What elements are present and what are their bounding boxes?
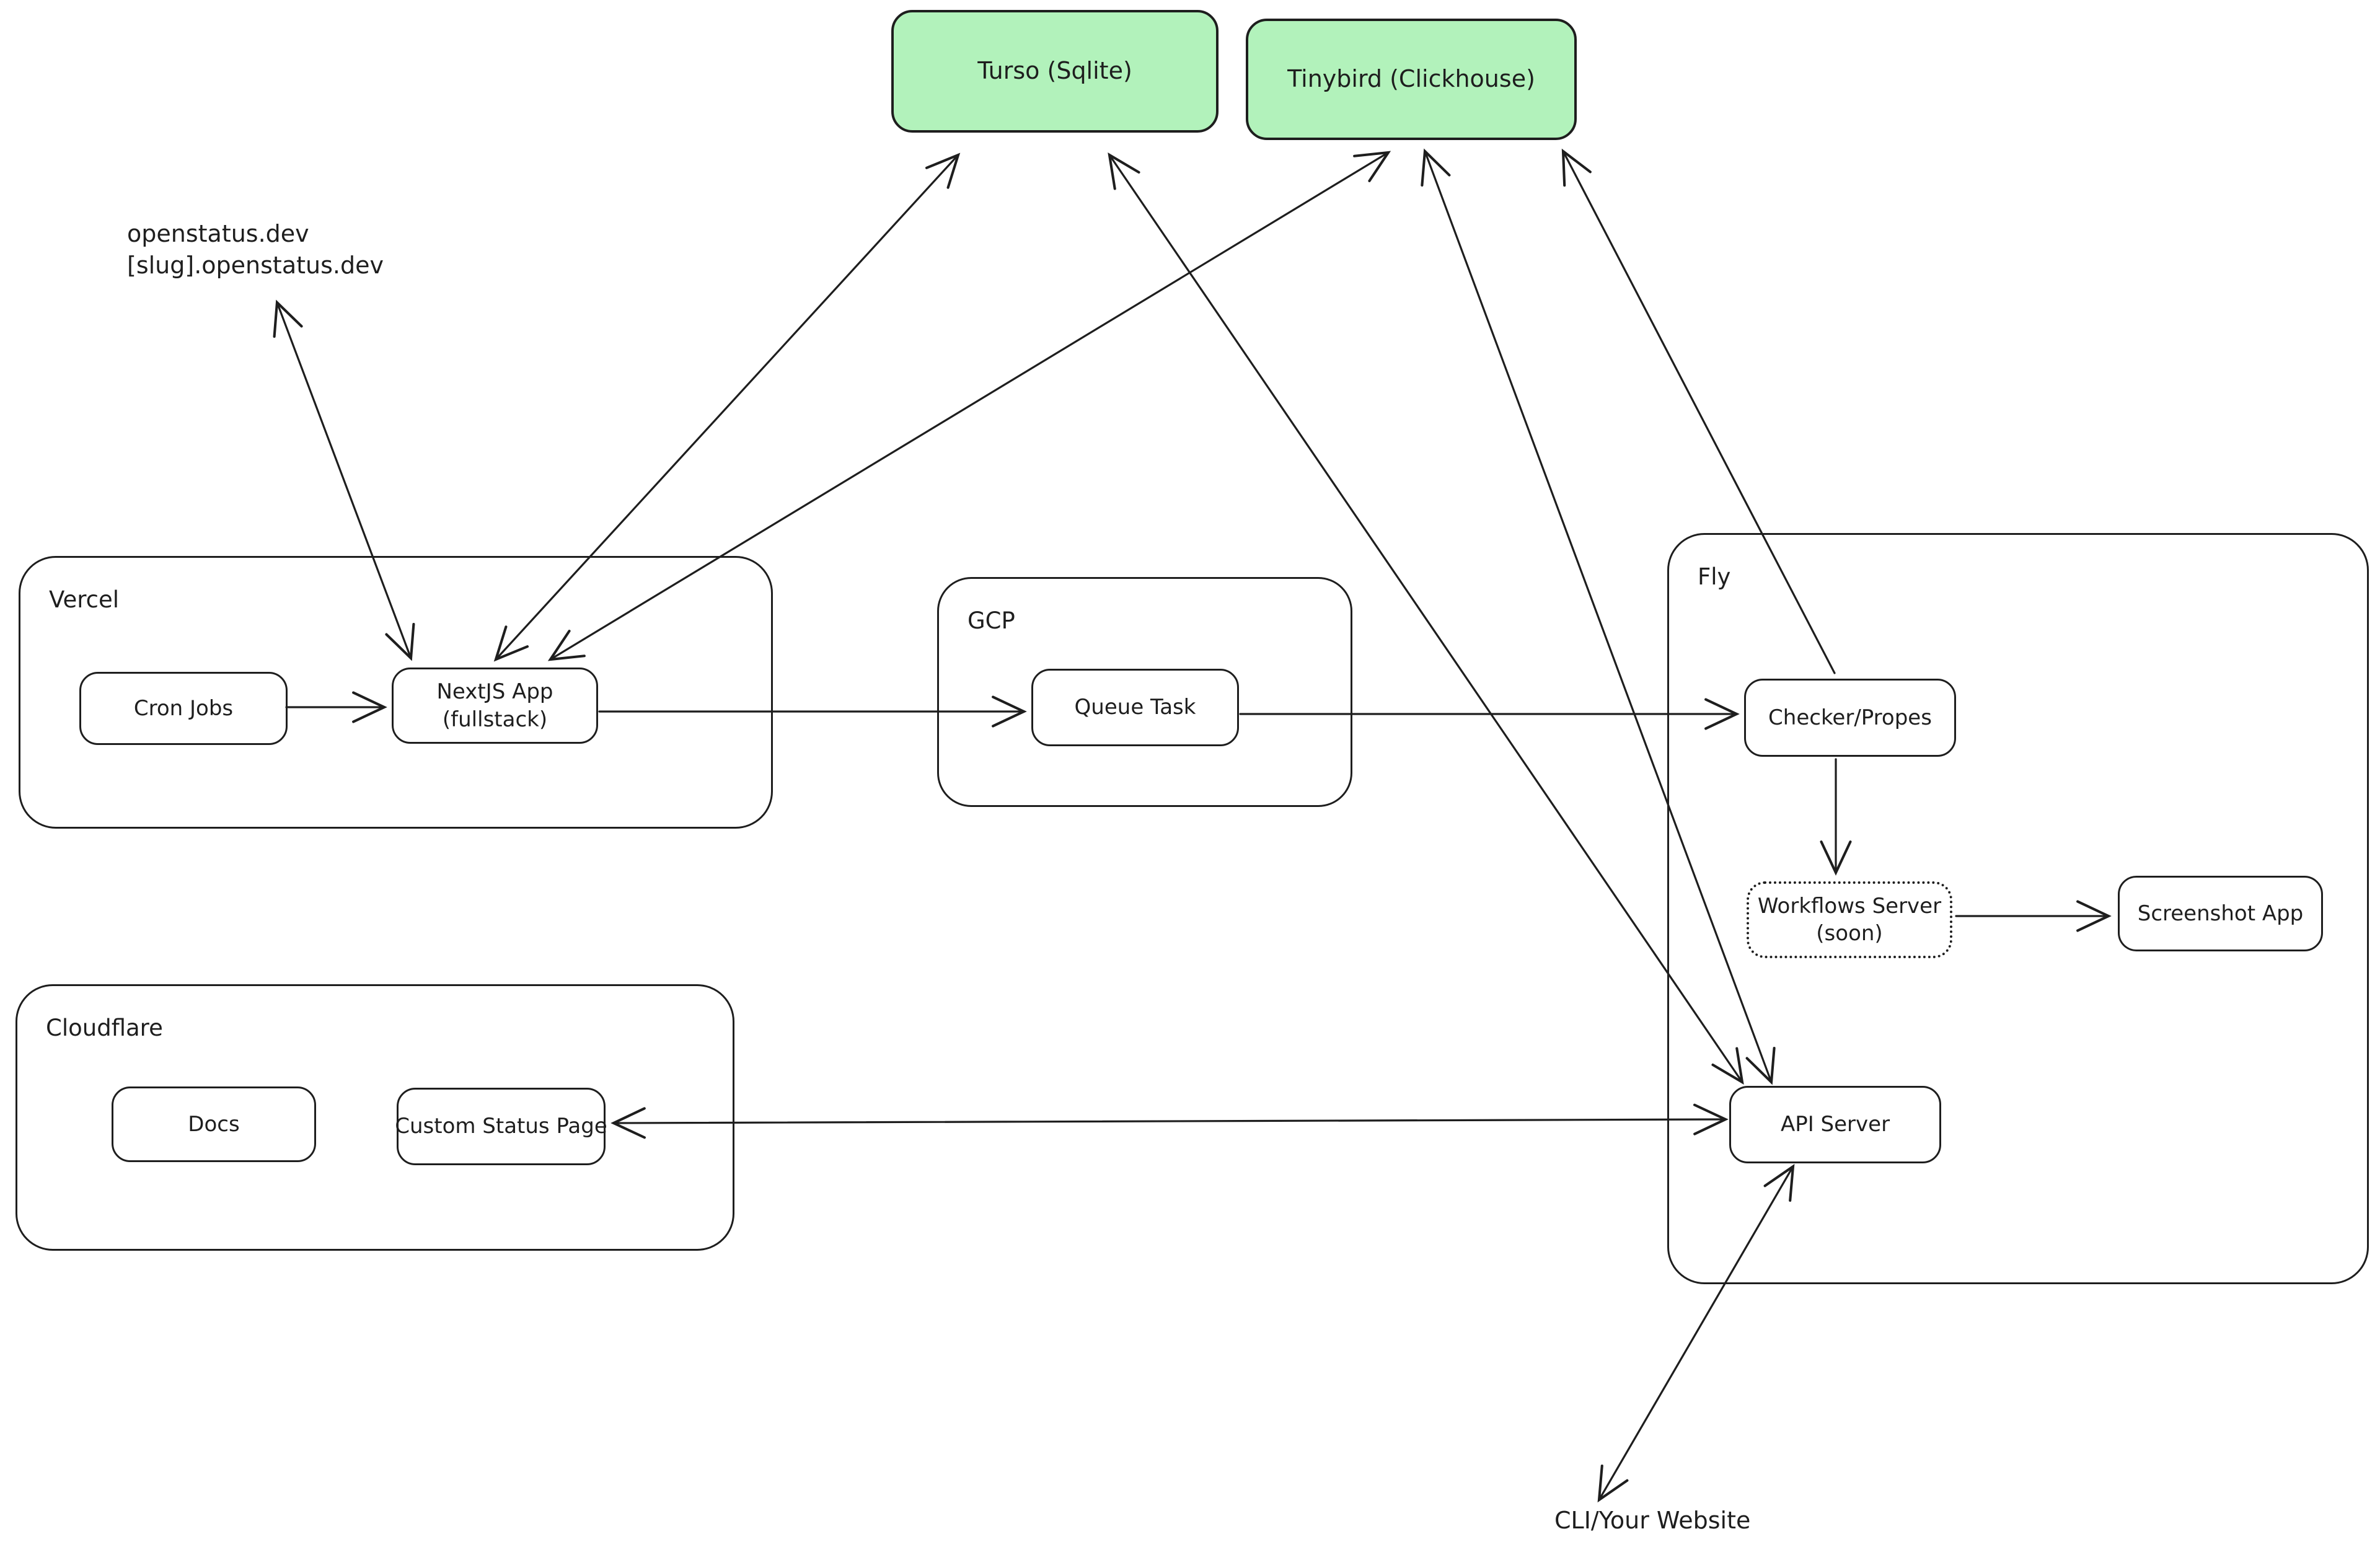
node-turso-label: Turso (Sqlite) — [977, 57, 1132, 85]
edge-api-server-to-custom-status-page — [610, 1103, 1729, 1139]
node-queue-task: Queue Task — [1031, 669, 1239, 746]
node-queue-task-label: Queue Task — [1074, 695, 1196, 720]
annotation-openstatus-domains-line2: [slug].openstatus.dev — [127, 252, 384, 280]
node-workflows-server-label-line1: Workflows Server — [1757, 893, 1942, 919]
container-gcp-label: GCP — [967, 607, 1015, 634]
node-api-server-label: API Server — [1780, 1112, 1890, 1137]
node-screenshot-app: Screenshot App — [2118, 876, 2323, 951]
container-vercel-label: Vercel — [49, 586, 119, 613]
node-checker-propes: Checker/Propes — [1744, 679, 1956, 757]
annotation-cli-your-website: CLI/Your Website — [1554, 1505, 1750, 1536]
node-nextjs-app-label-line1: NextJS App — [436, 679, 553, 705]
node-tinybird: Tinybird (Clickhouse) — [1246, 19, 1577, 140]
node-docs-label: Docs — [188, 1111, 240, 1137]
annotation-openstatus-domains-line1: openstatus.dev — [127, 220, 309, 247]
annotation-openstatus-domains: openstatus.dev [slug].openstatus.dev — [127, 218, 384, 282]
container-fly-label: Fly — [1698, 563, 1731, 590]
node-checker-propes-label: Checker/Propes — [1768, 705, 1932, 730]
node-turso: Turso (Sqlite) — [891, 10, 1219, 133]
node-custom-status-page: Custom Status Page — [395, 1088, 607, 1165]
node-tinybird-label: Tinybird (Clickhouse) — [1287, 65, 1535, 93]
node-api-server: API Server — [1729, 1086, 1941, 1163]
node-nextjs-app-label-line2: (fullstack) — [442, 707, 548, 732]
node-nextjs-app: NextJS App (fullstack) — [392, 668, 598, 744]
node-workflows-server: Workflows Server (soon) — [1747, 881, 1952, 958]
node-custom-status-page-label: Custom Status Page — [395, 1114, 607, 1139]
node-screenshot-app-label: Screenshot App — [2137, 901, 2304, 926]
node-cron-jobs-label: Cron Jobs — [133, 695, 234, 721]
container-cloudflare-label: Cloudflare — [46, 1015, 163, 1041]
node-cron-jobs: Cron Jobs — [79, 672, 288, 745]
node-workflows-server-label-line2: (soon) — [1816, 921, 1883, 946]
node-docs: Docs — [112, 1086, 316, 1162]
annotation-cli-your-website-label: CLI/Your Website — [1554, 1507, 1751, 1534]
